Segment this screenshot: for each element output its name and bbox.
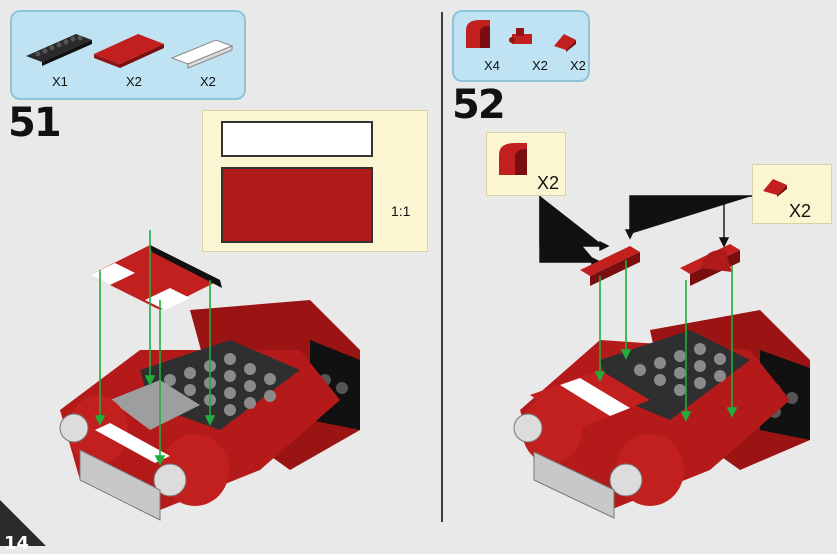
white-tile-1to1 xyxy=(221,121,373,157)
part-qty: X2 xyxy=(532,58,548,73)
red-tile-icon xyxy=(94,34,164,68)
curved-slope-icon xyxy=(466,20,490,48)
step52-parts-box: X4 X2 X2 xyxy=(452,10,590,82)
step-divider xyxy=(441,12,443,522)
step-number: 52 xyxy=(452,82,506,128)
curved-slope-icon xyxy=(499,143,527,175)
wedge-slope-icon xyxy=(763,179,787,197)
part-qty: X2 xyxy=(570,58,586,73)
part-qty: X2 xyxy=(200,74,216,89)
step51-parts-box: X1 X2 X2 xyxy=(10,10,246,100)
wedge-slope-callout: X2 xyxy=(752,164,832,224)
white-tile-icon xyxy=(170,39,234,69)
part-qty: X1 xyxy=(52,74,68,89)
curved-slope-callout: X2 xyxy=(486,132,566,196)
clip-plate-icon xyxy=(509,28,532,44)
page-number: 14 xyxy=(4,533,30,554)
red-tile-1to1 xyxy=(221,167,373,243)
part-qty: X4 xyxy=(484,58,500,73)
black-plate-icon xyxy=(26,34,92,66)
callout-qty: X2 xyxy=(789,201,812,221)
scale-callout: 1:1 xyxy=(202,110,428,252)
callout-qty: X2 xyxy=(537,173,560,193)
scale-label: 1:1 xyxy=(391,203,411,219)
page-corner xyxy=(0,500,46,546)
wedge-slope-icon xyxy=(554,34,576,52)
car-model-step52 xyxy=(513,195,810,519)
car-model-step51 xyxy=(59,230,360,521)
step-number: 51 xyxy=(8,100,62,146)
part-qty: X2 xyxy=(126,74,142,89)
